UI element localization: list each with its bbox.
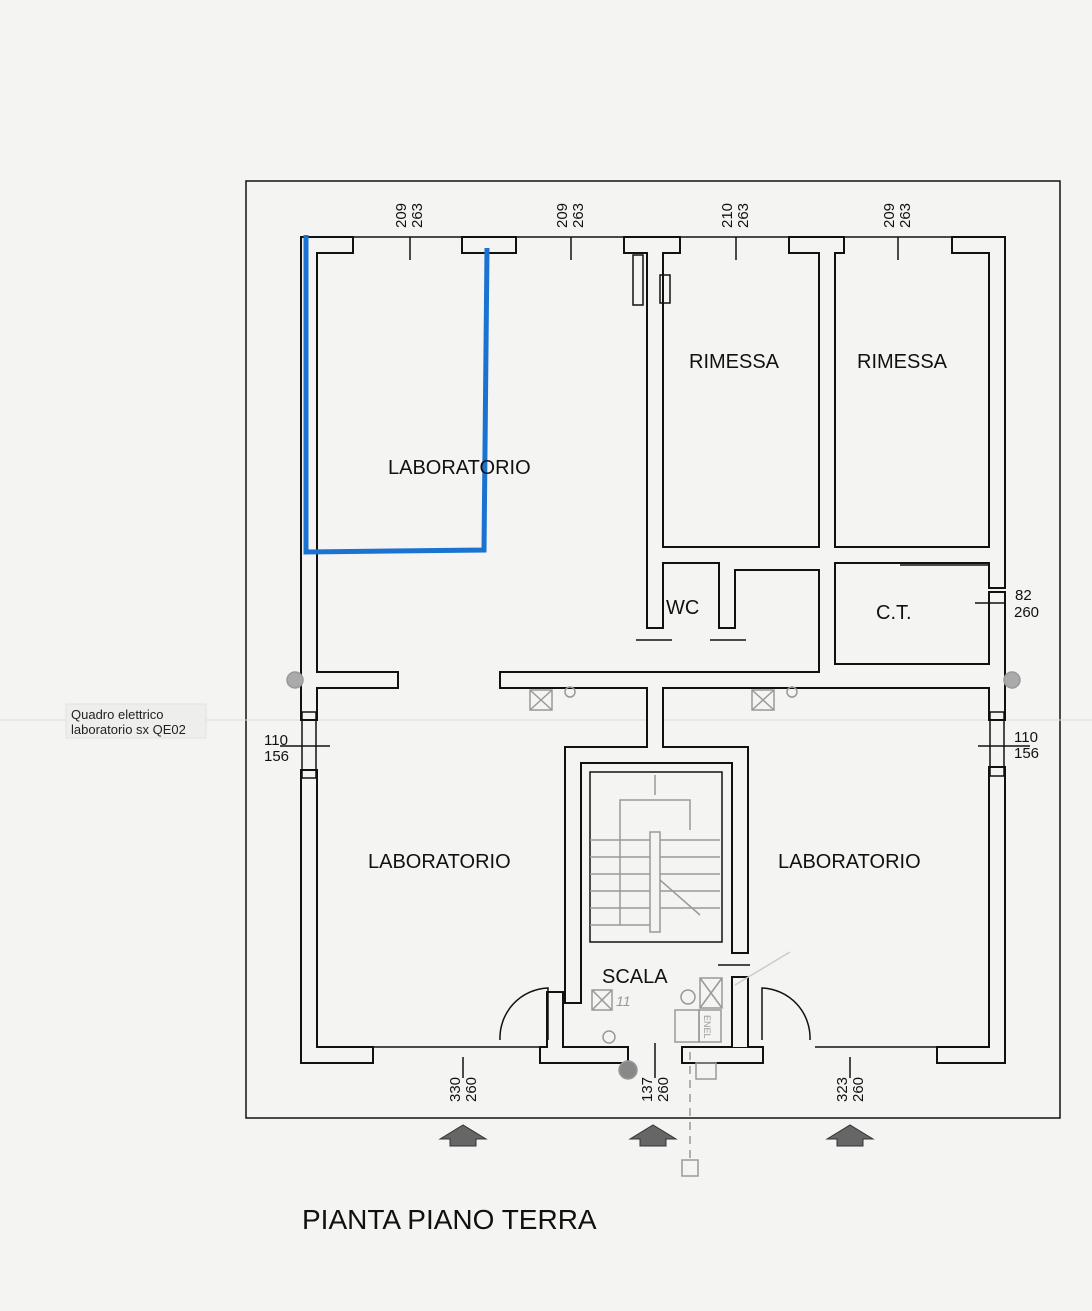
dim-bottom-2-b: 260: [655, 1077, 672, 1102]
dim-bottom-1-a: 330: [447, 1077, 464, 1102]
dim-ct-a: 82: [1015, 587, 1032, 604]
dim-left-b: 156: [264, 748, 289, 765]
doors: [499, 987, 811, 1041]
enel-label: ENEL: [702, 1015, 712, 1039]
room-ct: C.T.: [876, 602, 912, 624]
room-laboratorio-top: LABORATORIO: [388, 457, 531, 479]
dim-top-1-b: 263: [409, 203, 426, 228]
dim-bottom-3-b: 260: [850, 1077, 867, 1102]
room-rimessa-1: RIMESSA: [689, 351, 780, 373]
plan-title: PIANTA PIANO TERRA: [302, 1204, 597, 1235]
annotation-line-1: Quadro elettrico: [71, 707, 164, 722]
entrance-arrows: [438, 1124, 875, 1147]
walls: [300, 236, 1006, 1064]
room-rimessa-2: RIMESSA: [857, 351, 948, 373]
dim-top-2-a: 209: [554, 203, 571, 228]
dim-top-4-b: 263: [897, 203, 914, 228]
dim-ct-b: 260: [1014, 604, 1039, 621]
room-scala: SCALA: [602, 966, 668, 988]
service-symbols: [286, 671, 1021, 1177]
dim-bottom-3-a: 323: [834, 1077, 851, 1102]
room-wc: WC: [666, 597, 699, 619]
dim-top-3-b: 263: [735, 203, 752, 228]
dimension-marks: [280, 237, 1030, 1078]
dim-right-b: 156: [1014, 745, 1039, 762]
dim-left-a: 110: [264, 732, 288, 749]
dim-top-1-a: 209: [393, 203, 410, 228]
dim-bottom-1-b: 260: [463, 1077, 480, 1102]
dim-top-3-a: 210: [719, 203, 736, 228]
stair-number: 11: [616, 993, 631, 1009]
stairs: [589, 771, 750, 966]
room-laboratorio-right: LABORATORIO: [778, 851, 921, 873]
dim-right-a: 110: [1014, 729, 1038, 746]
dim-top-2-b: 263: [570, 203, 587, 228]
annotation-line-2: laboratorio sx QE02: [71, 722, 186, 737]
plan-frame: [245, 180, 1061, 1119]
annotation-box: [65, 703, 207, 739]
room-laboratorio-left: LABORATORIO: [368, 851, 511, 873]
dim-bottom-2-a: 137: [639, 1077, 656, 1102]
dim-top-4-a: 209: [881, 203, 898, 228]
highlight-outline: [303, 235, 490, 555]
